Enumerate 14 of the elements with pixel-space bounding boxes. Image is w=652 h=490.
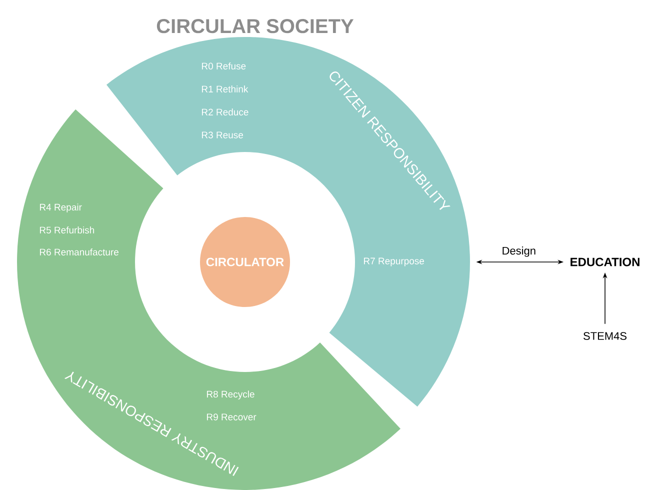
bare-text: STEM4S [584,332,626,340]
edge-label: Design [500,246,538,258]
r-strategy: R3 Reuse [202,132,243,138]
r-strategy: R7 Repurpose [364,258,424,266]
r-strategy: R5 Refurbish [40,226,94,234]
r-strategy: R0 Refuse [202,62,246,70]
r-strategy: R2 Reduce [202,108,248,116]
title: CIRCULAR SOCIETY [156,19,354,34]
r-strategy: R6 Remanufacture [40,248,118,256]
r-strategy: R1 Rethink [202,86,248,92]
bare-text: EDUCATION [570,258,640,266]
r-strategy: R8 Recycle [207,390,254,400]
r-strategy: R9 Recover [207,414,256,420]
r-strategy: R4 Repair [40,204,82,212]
